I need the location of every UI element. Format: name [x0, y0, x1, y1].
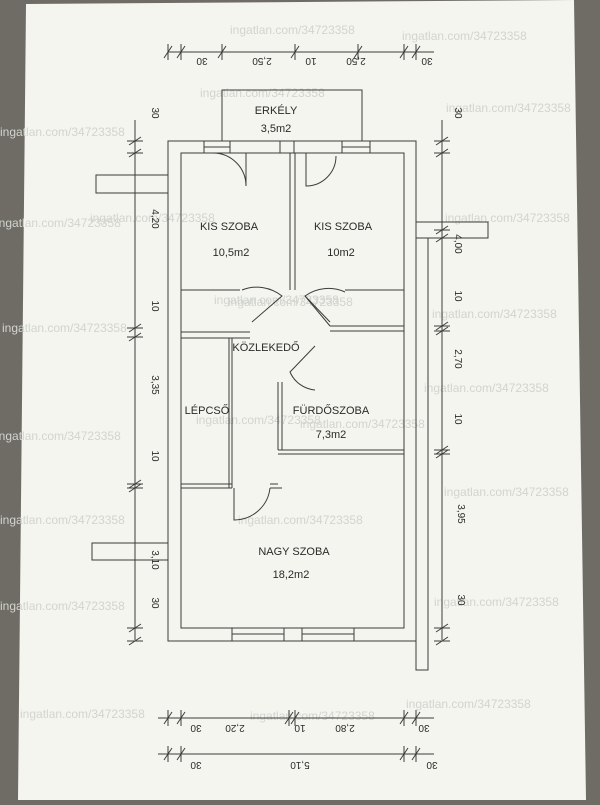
watermark-text: ingatlan.com/34723358 [446, 101, 571, 115]
dim-right-3: 2,70 [452, 349, 463, 369]
dim-top-3: 2,50 [346, 55, 366, 66]
watermark-text: ingatlan.com/34723358 [228, 295, 353, 309]
dim-left-5: 3,10 [149, 550, 160, 570]
watermark-text: ingatlan.com/34723358 [230, 23, 355, 37]
dim-left-3: 3,35 [149, 375, 160, 395]
dim-left-4: 10 [149, 450, 160, 462]
watermark-text: ingatlan.com/34723358 [0, 216, 121, 230]
room-kozlekedo-name: KÖZLEKEDŐ [232, 340, 300, 354]
watermark-text: ingatlan.com/34723358 [238, 513, 363, 527]
wall-extension-right [415, 238, 429, 671]
room-erkely-area: 3,5m2 [261, 123, 292, 135]
door-bath [289, 345, 316, 391]
dim-top-1: 2,50 [252, 55, 272, 66]
wall-stub-right [416, 221, 489, 239]
dim-bottom-inner-2: 10 [294, 722, 306, 733]
door-kis1 [212, 152, 247, 187]
dim-left-1: 4,20 [149, 209, 160, 229]
dim-bottom-inner-1: 2,20 [225, 722, 245, 733]
wall-stub-left-top [95, 174, 168, 194]
room-furdo-area: 7,3m2 [316, 429, 347, 441]
dim-top-4: 30 [421, 55, 433, 66]
watermark-text: ingatlan.com/34723358 [445, 211, 570, 225]
dim-left-2: 10 [149, 300, 160, 312]
chimney [279, 140, 295, 154]
room-kis1-name: KIS SZOBA [200, 221, 259, 233]
watermark-text: ingatlan.com/34723358 [0, 429, 121, 443]
watermark-text: ingatlan.com/34723358 [444, 485, 569, 499]
watermark-text: ingatlan.com/34723358 [200, 86, 325, 100]
dim-right-4: 10 [452, 413, 463, 425]
room-nagy-area: 18,2m2 [273, 569, 310, 581]
watermark-text: ingatlan.com/34723358 [0, 599, 125, 613]
room-labels: ERKÉLY 3,5m2 KIS SZOBA 10,5m2 KIS SZOBA … [185, 104, 373, 581]
room-kis2-name: KIS SZOBA [314, 221, 373, 233]
watermark-text: ingatlan.com/34723358 [2, 321, 127, 335]
watermark-text: ingatlan.com/34723358 [300, 417, 425, 431]
balcony-wall [221, 89, 363, 141]
dim-bottom-outer-2: 30 [426, 759, 438, 770]
dim-right-6: 30 [455, 594, 466, 606]
dim-left-6: 30 [149, 597, 160, 609]
paper-sheet [18, 0, 586, 800]
room-furdo-name: FÜRDŐSZOBA [293, 403, 370, 417]
dim-right-0: 30 [452, 107, 463, 119]
watermark-text: ingatlan.com/34723358 [432, 307, 557, 321]
watermark-text: ingatlan.com/34723358 [90, 211, 215, 225]
dim-right-1: 4,00 [452, 234, 463, 254]
watermark-text: ingatlan.com/34723358 [434, 595, 559, 609]
watermark-text: ingatlan.com/34723358 [406, 697, 531, 711]
dim-right-5: 3,95 [455, 504, 466, 524]
dim-top-0: 30 [196, 55, 208, 66]
room-erkely-name: ERKÉLY [255, 104, 298, 117]
dim-right-2: 10 [452, 290, 463, 302]
doors [212, 152, 346, 521]
watermark-text: ingatlan.com/34723358 [402, 29, 527, 43]
watermark-text: ingatlan.com/34723358 [0, 125, 125, 139]
watermark-text: ingatlan.com/34723358 [196, 413, 321, 427]
watermark-text: ingatlan.com/34723358 [250, 709, 375, 723]
dim-bottom-outer-1: 5,10 [290, 759, 310, 770]
door-kis1-hall [241, 286, 283, 323]
dim-bottom-inner-0: 30 [190, 722, 202, 733]
dim-bottom-outer-0: 30 [190, 759, 202, 770]
door-kis2 [305, 153, 337, 187]
room-kis2-area: 10m2 [327, 247, 355, 259]
room-lepcso-name: LÉPCSŐ [185, 403, 230, 417]
watermark-text: ingatlan.com/34723358 [0, 513, 125, 527]
door-nagy [233, 487, 271, 521]
watermark-text: ingatlan.com/34723358 [20, 707, 145, 721]
room-kis1-area: 10,5m2 [213, 247, 250, 259]
room-nagy-name: NAGY SZOBA [258, 546, 330, 558]
dim-top-2: 10 [305, 55, 317, 66]
dim-left-0: 30 [149, 107, 160, 119]
dimension-lines [127, 44, 450, 762]
dim-bottom-inner-4: 30 [418, 722, 430, 733]
wall-stub-left-bottom [91, 542, 168, 561]
dim-bottom-inner-3: 2,80 [335, 722, 355, 733]
walls [91, 89, 489, 671]
watermark-text: ingatlan.com/34723358 [214, 293, 339, 307]
dimension-labels: 30 2,50 10 2,50 30 30 4,20 10 3,35 10 3,… [149, 55, 466, 770]
watermark-text: ingatlan.com/34723358 [424, 381, 549, 395]
